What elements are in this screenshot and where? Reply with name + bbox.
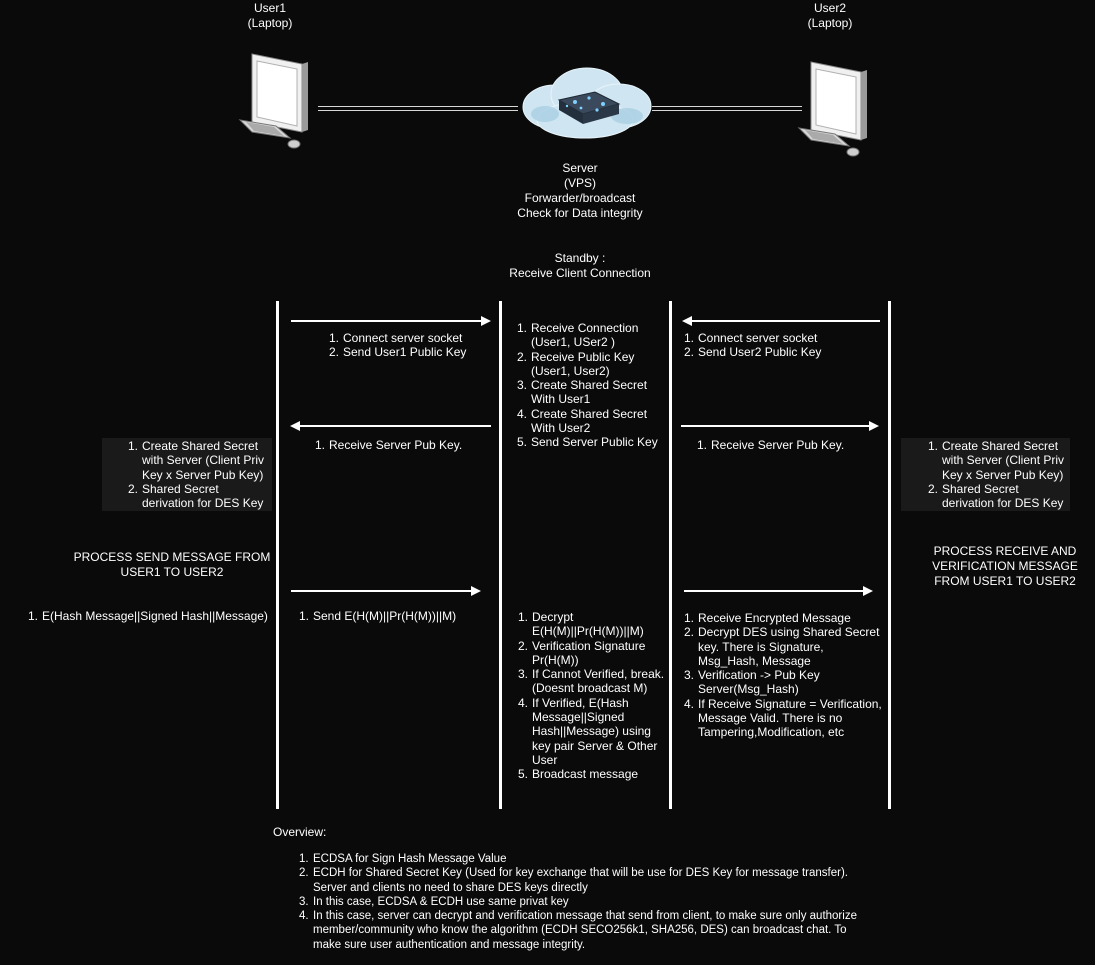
overview-list: 1.ECDSA for Sign Hash Message Value 2.EC…	[299, 852, 857, 952]
user2-name: User2	[813, 1, 846, 15]
list-item: 1.E(Hash Message||Signed Hash||Message)	[28, 609, 268, 623]
list-item: 1.Receive Connection(User1, USer2 )	[517, 321, 639, 350]
list-item: 1.Connect server socket	[684, 331, 818, 345]
server-role: Forwarder/broadcast	[524, 191, 636, 205]
user2-device: (Laptop)	[807, 16, 853, 30]
list-item: 1.Receive Server Pub Key.	[697, 438, 845, 452]
user1-label: User1 (Laptop)	[220, 1, 320, 31]
user2-verify-steps: 1.Receive Encrypted Message 2.Decrypt DE…	[684, 611, 882, 740]
list-item: 2.ECDH for Shared Secret Key (Used for k…	[299, 867, 848, 894]
cloud-server-icon	[522, 67, 652, 139]
user1-device: (Laptop)	[247, 16, 293, 30]
server-setup-steps: 1.Receive Connection(User1, USer2 ) 2.Re…	[517, 321, 658, 450]
process-send-heading: PROCESS SEND MESSAGE FROM USER1 TO USER2	[73, 550, 271, 579]
list-item: 2.Receive Public Key(User1, User2)	[517, 349, 635, 378]
process-receive-heading: PROCESS RECEIVE AND VERIFICATION MESSAGE…	[932, 544, 1078, 588]
user2-connect-steps: 1.Connect server socket 2.Send User2 Pub…	[684, 331, 821, 360]
list-item: 1.Receive Encrypted Message	[684, 611, 851, 625]
list-item: 2.Send User2 Public Key	[684, 345, 822, 360]
list-item: 5.Send Server Public Key	[517, 435, 658, 450]
list-item: 3.In this case, ECDSA & ECDH use same pr…	[299, 895, 569, 908]
user1-name: User1	[253, 1, 286, 15]
server-lifeline-right	[669, 301, 672, 809]
user1-server-connection	[318, 106, 518, 111]
user2-lifeline	[888, 301, 891, 809]
overview-title: Overview:	[273, 825, 327, 839]
standby-label: Standby : Receive Client Connection	[470, 251, 690, 281]
list-item: 3.If Cannot Verified, break.(Doesnt broa…	[518, 667, 665, 696]
server-name: Server	[562, 161, 598, 175]
user2-receive-pubkey: 1.Receive Server Pub Key.	[697, 438, 844, 452]
standby-desc: Receive Client Connection	[509, 266, 651, 280]
server-lifeline-left	[499, 301, 502, 809]
standby-title: Standby :	[554, 251, 606, 265]
server-type: (VPS)	[563, 176, 596, 190]
user1-encrypt-step: 1.E(Hash Message||Signed Hash||Message)	[28, 609, 268, 623]
list-item: 2.Send User1 Public Key	[329, 345, 467, 360]
server-label: Server (VPS) Forwarder/broadcast Check f…	[480, 161, 680, 221]
user2-label: User2 (Laptop)	[780, 1, 880, 31]
list-item: 1.Send E(H(M)||Pr(H(M))||M)	[299, 609, 457, 623]
user1-receive-pubkey: 1.Receive Server Pub Key.	[315, 438, 462, 452]
list-item: 1.ECDSA for Sign Hash Message Value	[299, 853, 507, 865]
user2-server-connection	[652, 106, 802, 111]
user1-lifeline	[276, 301, 279, 809]
user2-computer-icon	[797, 61, 867, 157]
list-item: 1.Connect server socket	[329, 331, 463, 345]
list-item: 4.If Receive Signature = Verification,Me…	[684, 696, 882, 740]
user1-computer-icon	[238, 53, 308, 149]
list-item: 1.Receive Server Pub Key.	[315, 438, 463, 452]
list-item: 5.Broadcast message	[518, 767, 639, 782]
list-item: 4.In this case, server can decrypt and v…	[299, 910, 857, 951]
user1-connect-steps: 1.Connect server socket 2.Send User1 Pub…	[329, 331, 466, 360]
user1-send-step: 1.Send E(H(M)||Pr(H(M))||M)	[299, 609, 456, 623]
server-function: Check for Data integrity	[517, 206, 643, 220]
